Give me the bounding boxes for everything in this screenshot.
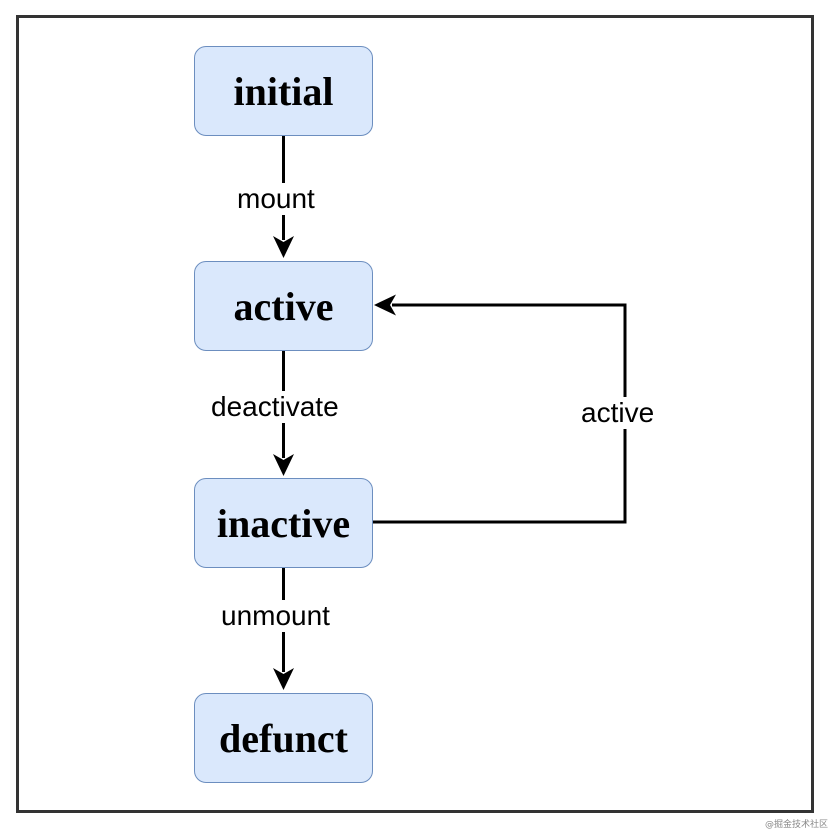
node-defunct-label: defunct	[219, 715, 348, 761]
node-inactive-label: inactive	[216, 500, 351, 546]
edge-label-deactivate: deactivate	[211, 391, 339, 423]
node-active: active	[194, 261, 373, 351]
edge-reactivate-arrowhead	[374, 294, 396, 316]
node-inactive: inactive	[194, 478, 373, 568]
edge-label-reactivate: active	[581, 397, 655, 429]
node-defunct: defunct	[194, 693, 373, 783]
node-initial-label: initial	[233, 68, 334, 114]
watermark: @掘金技术社区	[764, 820, 828, 830]
diagram-frame	[16, 15, 814, 813]
edge-deactivate-arrowhead	[273, 454, 294, 476]
edge-unmount-arrowhead	[273, 668, 294, 690]
node-active-label: active	[233, 283, 334, 329]
edge-label-unmount: unmount	[221, 600, 330, 632]
edge-label-mount: mount	[237, 183, 315, 215]
edge-mount-arrowhead	[273, 236, 294, 258]
node-initial: initial	[194, 46, 373, 136]
